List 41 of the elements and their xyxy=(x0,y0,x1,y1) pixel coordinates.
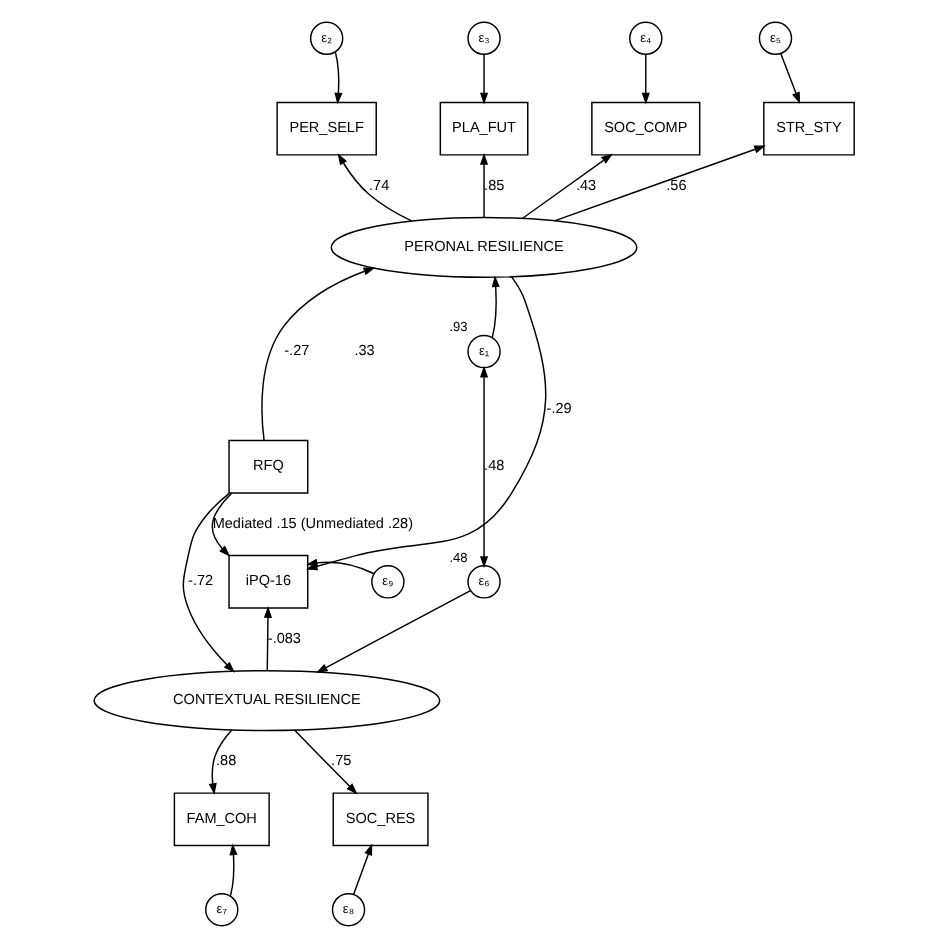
arrow xyxy=(337,153,413,222)
edge-label: .85 xyxy=(484,175,505,194)
edge-label: .74 xyxy=(369,175,390,194)
node-box: RFQ xyxy=(228,439,309,494)
node-box: STR_STY xyxy=(763,101,855,156)
node-box: iPQ-16 xyxy=(228,554,309,609)
arrow xyxy=(263,606,273,672)
edge-label: -.72 xyxy=(188,571,214,590)
edge-label: -.27 xyxy=(284,341,310,360)
edge-label: .56 xyxy=(666,175,687,194)
node-box: FAM_COH xyxy=(173,792,270,847)
edge-label: -.083 xyxy=(267,629,301,648)
node-box: SOC_COMP xyxy=(591,101,701,156)
arrow xyxy=(491,275,500,339)
arrow xyxy=(521,153,613,219)
arrow xyxy=(553,145,766,222)
arrow xyxy=(479,53,489,105)
node-ellipse: CONTEXTUAL RESILIENCE xyxy=(93,669,441,732)
arrow xyxy=(780,53,801,104)
arrow xyxy=(479,365,489,568)
arrow xyxy=(182,492,235,673)
edge-label: .43 xyxy=(575,175,597,194)
edge-label: .88 xyxy=(216,751,237,770)
arrow xyxy=(211,492,233,557)
arrow xyxy=(352,843,373,895)
label: .33 xyxy=(354,341,375,360)
node-box: PLA_FUT xyxy=(439,101,529,156)
arrow xyxy=(229,843,238,897)
arrow xyxy=(334,51,343,105)
arrow xyxy=(208,729,233,795)
edge-label: -.29 xyxy=(546,398,572,417)
arrow xyxy=(315,589,472,673)
node-box: SOC_RES xyxy=(332,792,429,847)
edge-label: .48 xyxy=(484,456,505,475)
edge-label: .75 xyxy=(331,751,352,770)
arrow xyxy=(293,729,358,795)
node-box: PER_SELF xyxy=(276,101,377,156)
arrow xyxy=(479,153,489,218)
arrow xyxy=(261,267,376,441)
arrow xyxy=(641,53,650,105)
edge-label: Mediated .15 (Unmediated .28) xyxy=(212,513,413,532)
